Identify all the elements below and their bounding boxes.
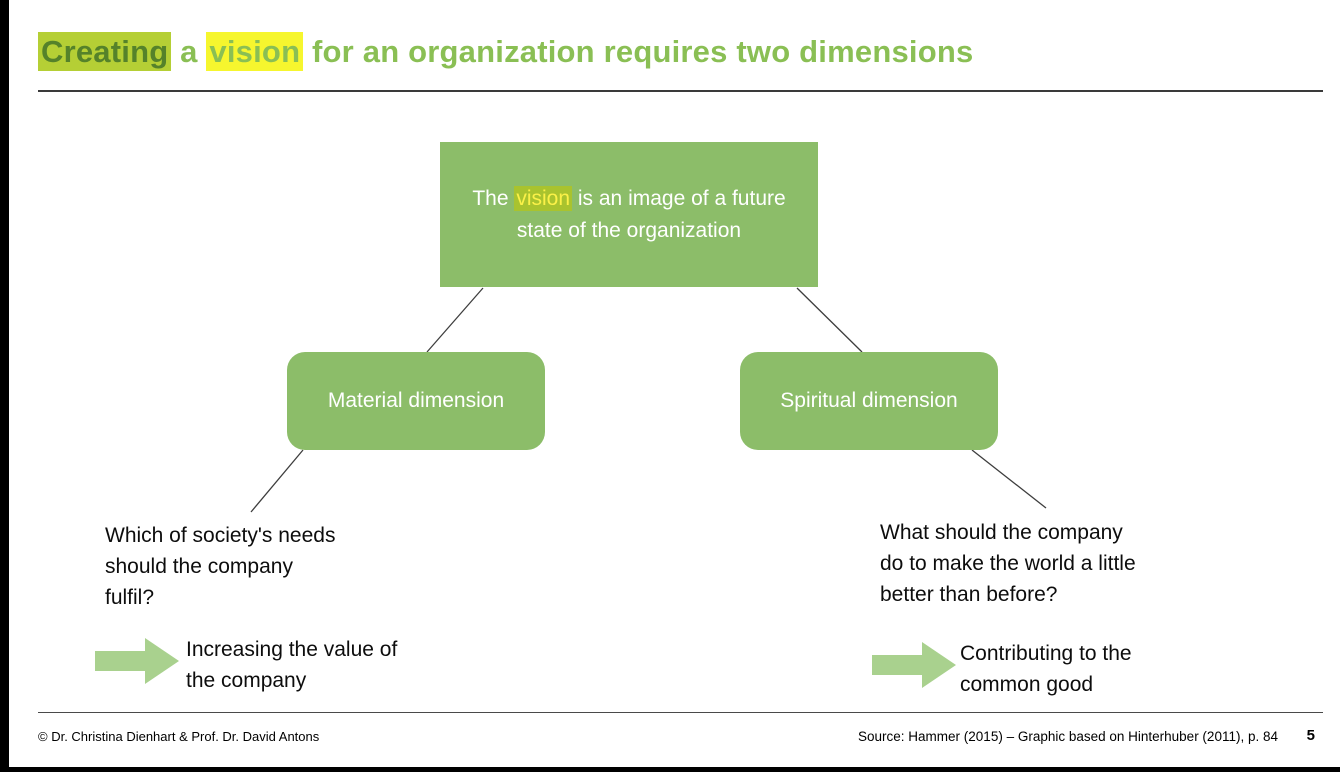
connector-root-to-spiritual — [796, 287, 863, 353]
vision-root-box: The vision is an image of a future state… — [440, 142, 818, 287]
page-number: 5 — [1306, 727, 1315, 744]
title-mid: a — [171, 34, 207, 69]
material-dimension-box: Material dimension — [287, 352, 545, 450]
footer-divider — [38, 712, 1323, 713]
vision-root-text: The vision is an image of a future state… — [460, 183, 798, 247]
material-result: Increasing the value of the company — [186, 638, 398, 692]
footer-copyright: © Dr. Christina Dienhart & Prof. Dr. Dav… — [38, 729, 320, 744]
material-question: Which of society's needs should the comp… — [105, 524, 336, 609]
title-highlight-vision: vision — [206, 32, 304, 71]
viewer-left-edge — [0, 0, 9, 772]
spiritual-result: Contributing to the common good — [960, 642, 1132, 696]
root-text-post: is an image of a future state of the org… — [516, 186, 786, 242]
spiritual-arrow-icon — [872, 642, 956, 688]
title-underline — [38, 90, 1323, 92]
root-vision-highlight: vision — [514, 185, 573, 211]
spiritual-question: What should the company do to make the w… — [880, 521, 1136, 606]
connector-root-to-material — [426, 287, 484, 353]
slide-title: Creating a vision for an organization re… — [38, 32, 974, 71]
title-rest: for an organization requires two dimensi… — [303, 34, 974, 69]
viewer-bottom-edge — [0, 767, 1340, 772]
title-highlight-creating: Creating — [38, 32, 172, 71]
root-text-pre: The — [472, 186, 515, 210]
connector-spiritual-to-question — [971, 449, 1047, 509]
footer-source: Source: Hammer (2015) – Graphic based on… — [858, 729, 1278, 744]
connector-material-to-question — [250, 449, 304, 513]
material-arrow-icon — [95, 638, 179, 684]
spiritual-dimension-box: Spiritual dimension — [740, 352, 998, 450]
